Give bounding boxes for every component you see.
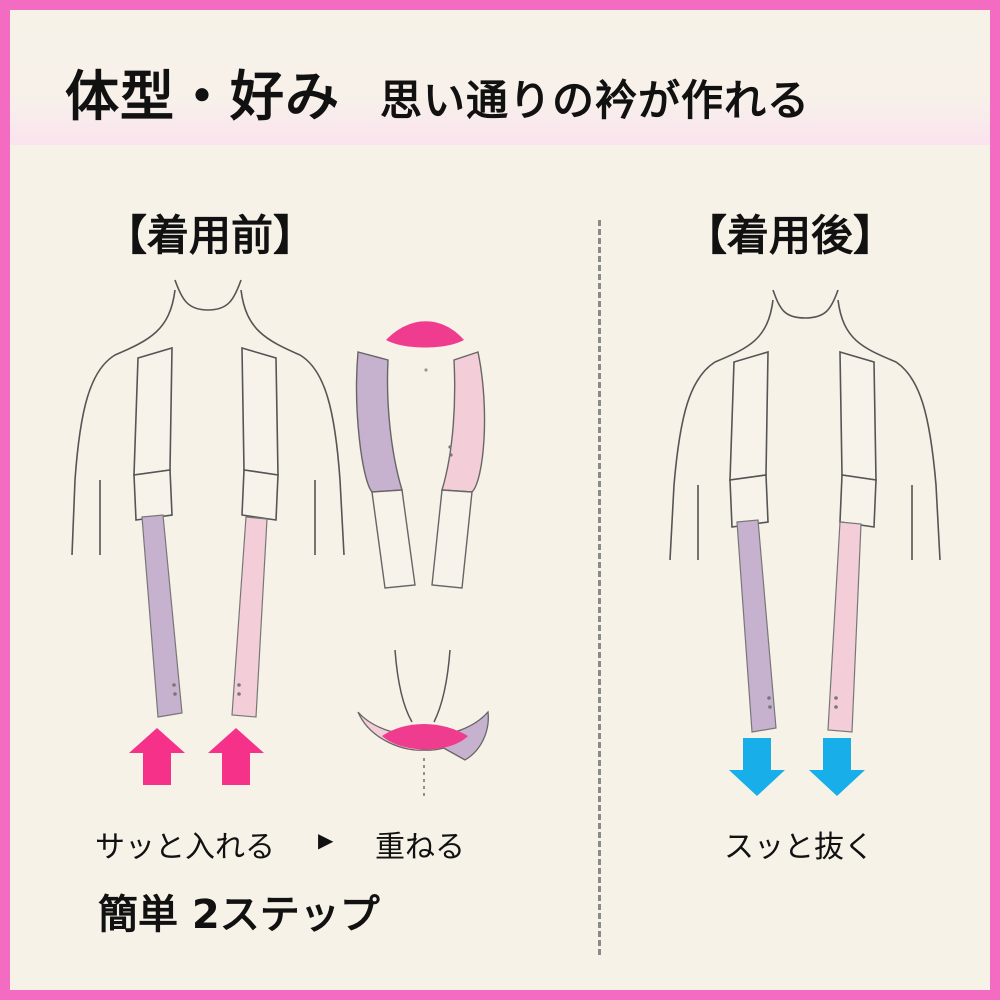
before-title: 【着用前】 [105,211,316,260]
before-body-outline [71,279,345,556]
after-collar-outline [729,350,877,528]
blue-down-arrow-icon [809,738,865,796]
illustration-layer [71,279,941,800]
step-arrow-marker: ▶ [318,828,334,852]
headline-sub: 思い通りの衿が作れる [380,76,811,125]
step1-caption: サッと入れる [95,830,275,865]
headline-main: 体型・好み [65,65,340,128]
header-banner [10,10,990,145]
blue-down-arrow-icon [729,738,785,796]
pink-up-arrow-icon [208,728,264,785]
after-body-outline [669,289,941,561]
steps-label: 簡単 2ステップ [98,892,380,938]
after-caption: スッと抜く [724,830,874,865]
section-divider [598,220,601,955]
after-panels [736,519,862,733]
before-panels [141,514,268,718]
pink-up-arrow-icon [129,728,185,785]
step2-caption: 重ねる [375,830,465,865]
collar-band-illustration [355,321,486,589]
pull-arrows [729,738,865,796]
headline: 体型・好み思い通りの衿が作れる [65,52,965,128]
insert-arrows [129,728,264,785]
before-collar-outline [133,346,279,521]
after-title: 【着用後】 [685,211,896,260]
overlapped-collar-illustration [357,649,489,800]
